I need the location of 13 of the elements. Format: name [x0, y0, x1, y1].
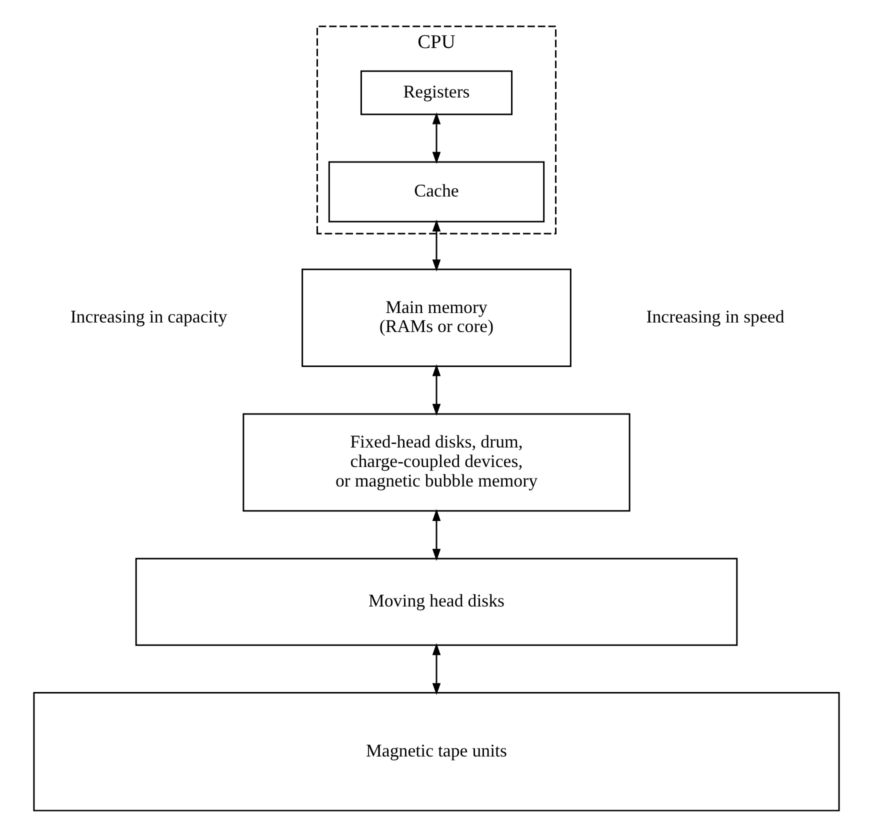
- label: Increasing in capacity: [70, 306, 227, 326]
- arrow: [432, 509, 440, 561]
- node-box: Registers: [360, 70, 512, 116]
- node-box: Cache: [328, 161, 544, 222]
- node-box: Magnetic tape units: [32, 692, 840, 812]
- arrow: [432, 643, 440, 696]
- arrow: [432, 112, 440, 164]
- node-box: Main memory (RAMs or core): [301, 268, 571, 368]
- arrow: [432, 364, 440, 416]
- node-box: Fixed-head disks, drum, charge-coupled devices, or magnetic bubble memory: [242, 413, 630, 512]
- label: Increasing in speed: [646, 306, 784, 326]
- arrow: [432, 220, 440, 272]
- node-box: Moving head disks: [134, 558, 738, 646]
